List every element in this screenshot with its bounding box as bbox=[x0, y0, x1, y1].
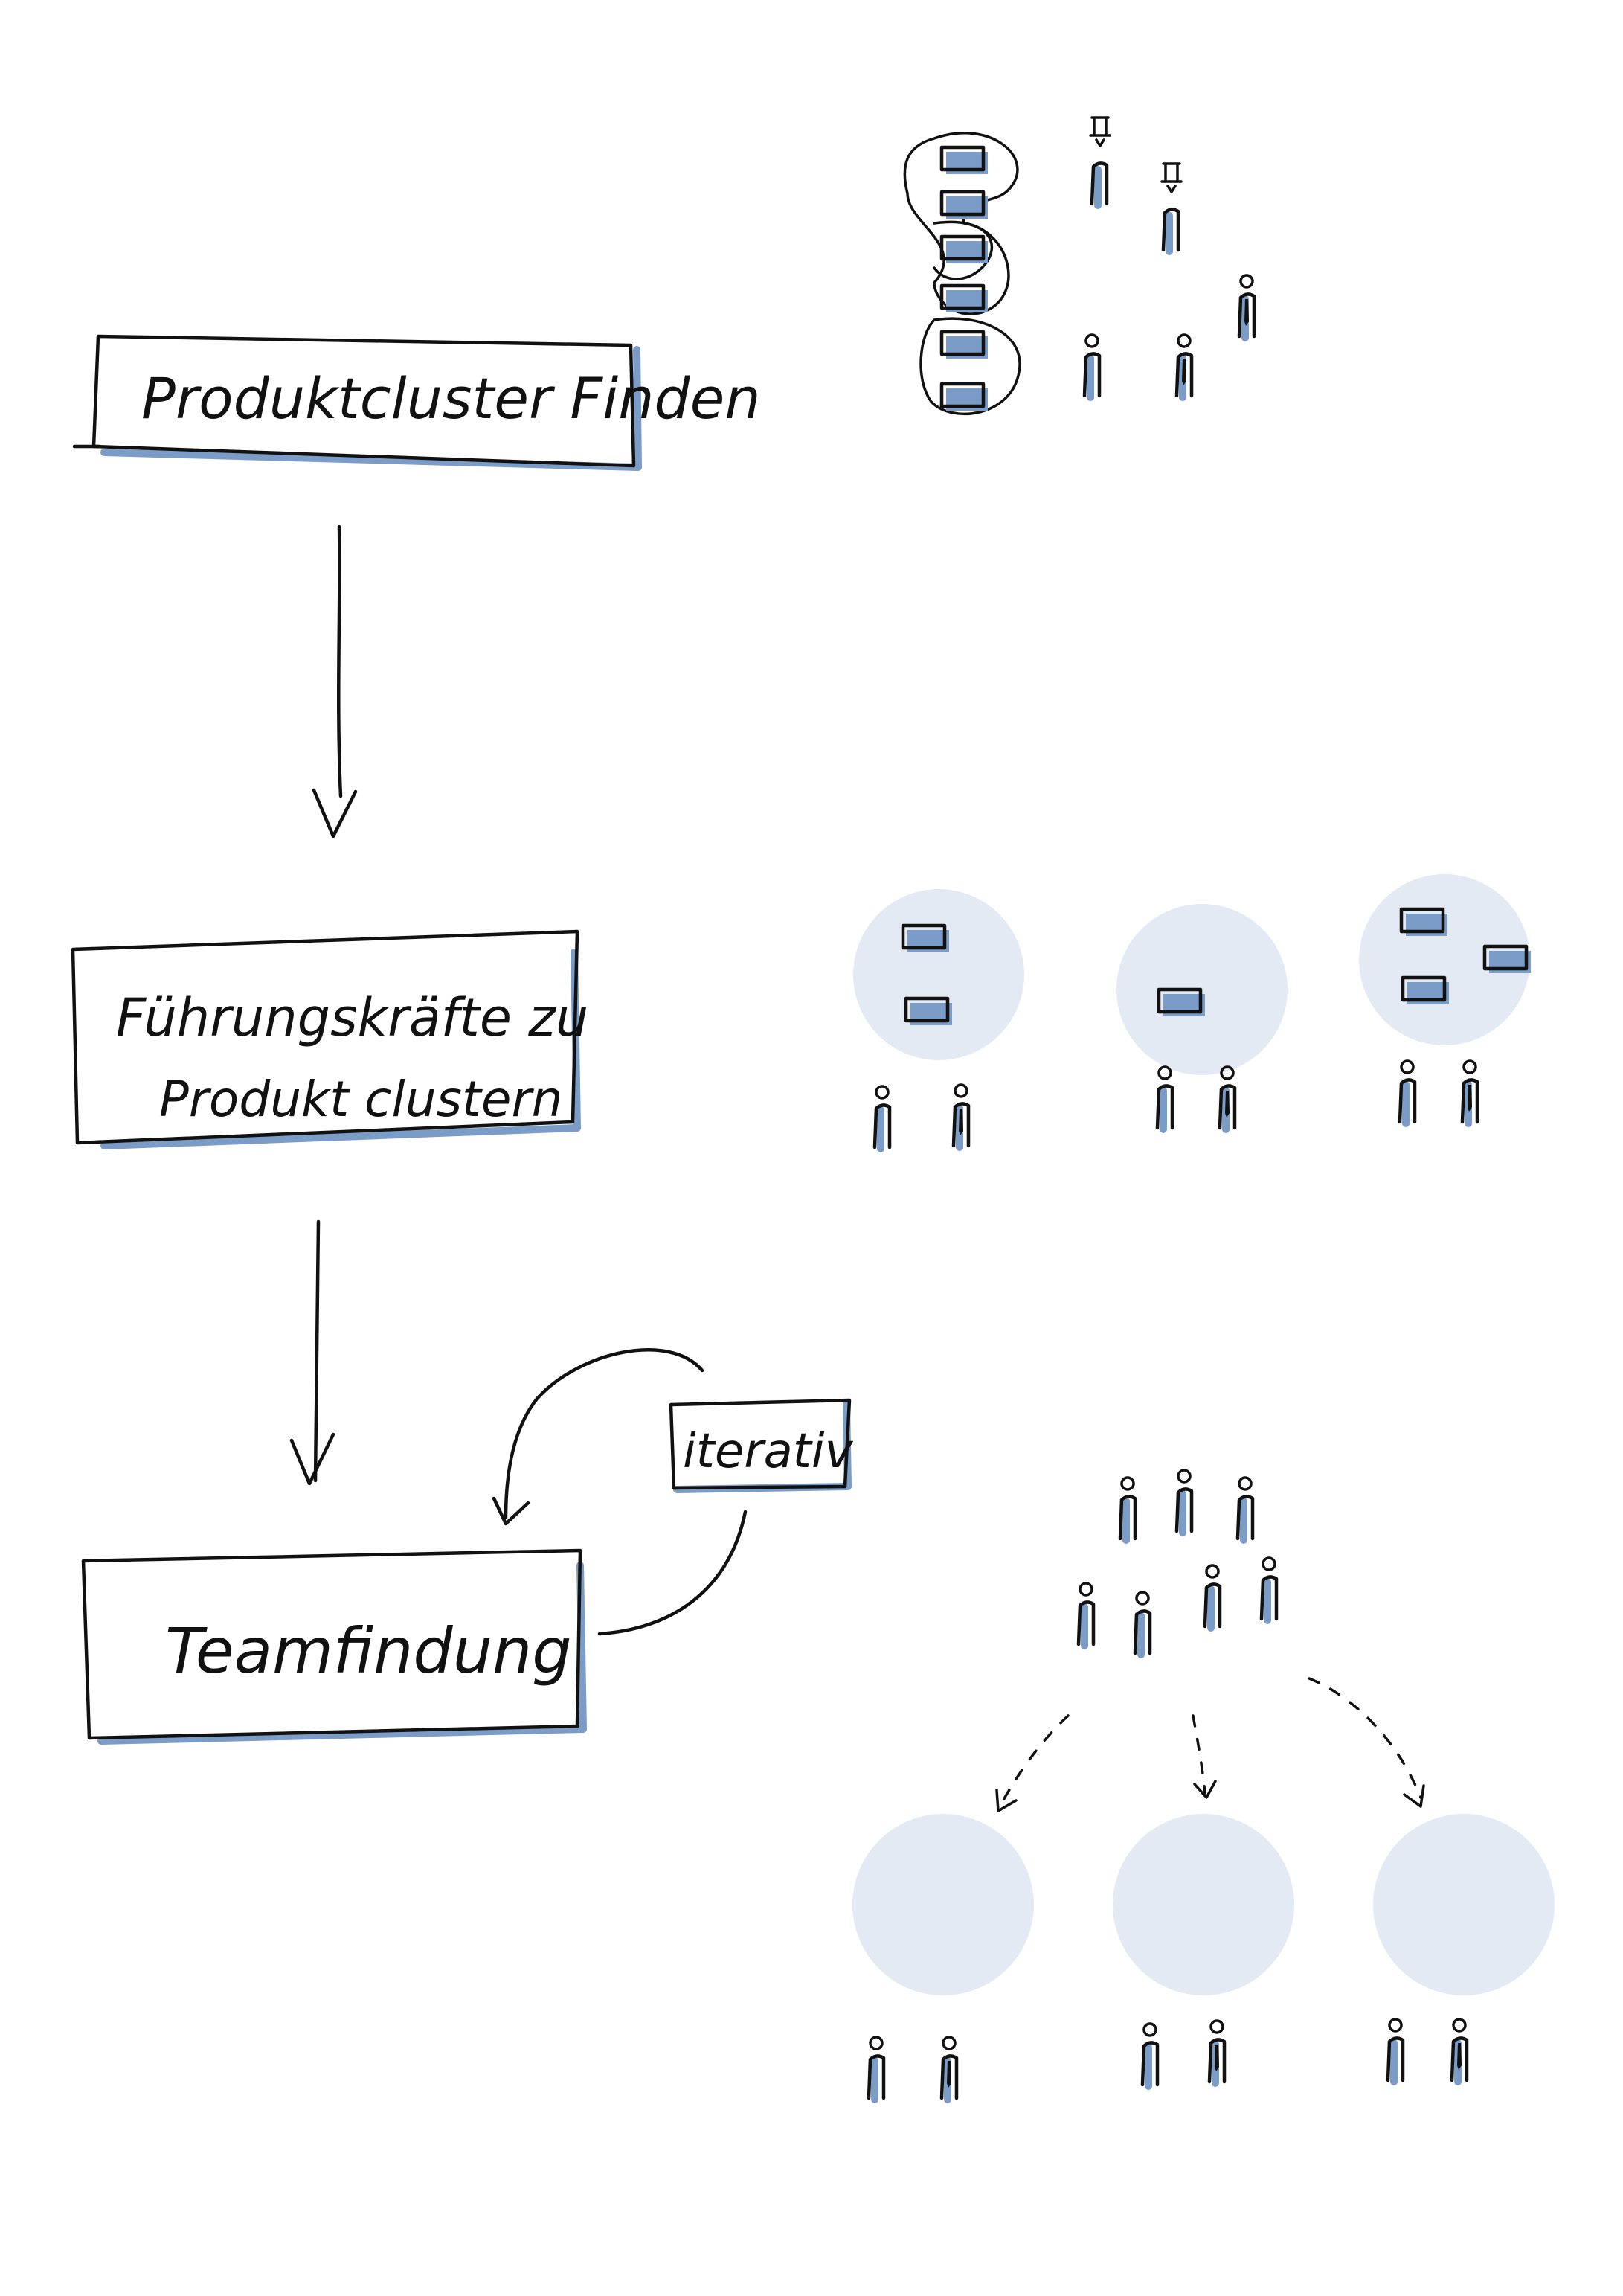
person-icon bbox=[1238, 1478, 1253, 1540]
person-icon bbox=[1239, 275, 1254, 338]
scattered-people bbox=[1084, 118, 1254, 397]
team-circle bbox=[853, 889, 1024, 1060]
step-box-produktcluster: Produktcluster Finden bbox=[72, 334, 761, 471]
iterativ-label: iterativ bbox=[683, 1424, 854, 1479]
people-pool bbox=[1079, 1470, 1276, 1655]
person-icon bbox=[954, 1085, 968, 1147]
person-icon bbox=[1220, 1067, 1235, 1129]
down-arrow-icon bbox=[289, 1219, 335, 1486]
person-icon bbox=[1142, 2024, 1157, 2086]
team-circle bbox=[1373, 1814, 1555, 1995]
person-icon bbox=[1462, 1061, 1477, 1123]
person-icon bbox=[1452, 2019, 1467, 2082]
person-icon bbox=[1205, 1565, 1220, 1628]
manager-person-icon bbox=[1090, 118, 1110, 205]
person-icon bbox=[1400, 1061, 1415, 1123]
step-box-teamfindung: Teamfindung bbox=[81, 1548, 587, 1745]
person-icon bbox=[942, 2037, 957, 2100]
person-icon bbox=[1079, 1583, 1093, 1646]
product-groups bbox=[853, 874, 1531, 1149]
person-icon bbox=[1177, 335, 1192, 397]
step-box-fuehrungskraefte: Führungskräfte zu Produkt clustern bbox=[71, 929, 588, 1149]
step-label-produktcluster: Produktcluster Finden bbox=[141, 365, 761, 432]
team-circle bbox=[1113, 1814, 1294, 1995]
person-icon bbox=[1120, 1478, 1135, 1540]
down-arrow-icon bbox=[312, 525, 358, 838]
product-cluster-cards bbox=[903, 132, 1021, 416]
person-icon bbox=[1388, 2019, 1403, 2082]
manager-person-icon bbox=[1162, 164, 1181, 251]
team-circle bbox=[852, 1814, 1034, 1995]
person-icon bbox=[1157, 1067, 1172, 1129]
team-groups bbox=[852, 1814, 1555, 2100]
person-icon bbox=[1084, 335, 1099, 397]
person-icon bbox=[875, 1086, 890, 1149]
person-icon bbox=[1177, 1470, 1192, 1533]
step-label-teamfindung: Teamfindung bbox=[165, 1614, 572, 1687]
step-label-line2: Produkt clustern bbox=[159, 1071, 562, 1128]
dashed-arrow-icon bbox=[995, 1677, 1425, 1812]
person-icon bbox=[1135, 1592, 1150, 1655]
person-icon bbox=[869, 2037, 884, 2100]
iterativ-tag: iterativ bbox=[669, 1398, 854, 1493]
person-icon bbox=[1209, 2021, 1224, 2083]
step-label-line1: Führungskräfte zu bbox=[116, 987, 588, 1048]
person-icon bbox=[1262, 1558, 1276, 1620]
loop-arrow-icon bbox=[492, 1348, 748, 1636]
